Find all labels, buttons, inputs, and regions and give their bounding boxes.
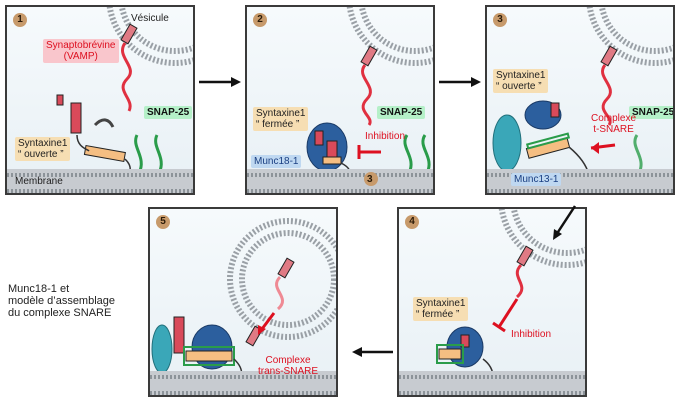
inhibition-label: Inhibition <box>365 131 406 142</box>
membrane-label: Membrane <box>15 176 63 187</box>
vamp-chain <box>361 64 372 126</box>
snap25-label: SNAP-25 <box>629 106 673 119</box>
model-title: Munc18-1 et modèle d’assemblage du compl… <box>8 283 116 319</box>
snap25-label: SNAP-25 <box>377 106 426 119</box>
syntaxine-label: Syntaxine1 “ fermée ” <box>253 107 309 131</box>
step-number: 3 <box>493 13 507 27</box>
panel-5-graphic <box>150 218 336 395</box>
vamp-tm-domain-inner <box>277 257 295 279</box>
step-marker: 3 <box>367 174 373 185</box>
vesicle-membrane <box>106 7 193 66</box>
plasma-membrane <box>150 371 336 395</box>
arrow-1-2-head <box>231 77 241 87</box>
inhibition-symbol <box>492 298 519 333</box>
panel-4: 4 Syntaxine1 “ fermée ” Inhibition <box>397 207 587 397</box>
plasma-membrane <box>7 169 193 193</box>
vamp-chain <box>515 263 524 299</box>
syntaxine-label: Syntaxine1 “ ouverte ” <box>493 69 549 93</box>
panel-3-graphic <box>487 7 673 193</box>
vamp-chain-inner <box>275 275 284 311</box>
inhibition-symbol <box>357 145 381 159</box>
vesicle-membrane <box>586 7 673 66</box>
docked-vesicle <box>227 218 336 340</box>
complexe-label: Complexe t-SNARE <box>591 113 637 135</box>
panel-2-graphic <box>247 7 433 193</box>
panel-5: 5 Complexe trans-SNARE <box>148 207 338 397</box>
arrow-2-3-head <box>471 77 481 87</box>
vamp-tm-domain <box>360 45 378 67</box>
munc13-shape <box>151 324 173 374</box>
vamp-tm-domain <box>120 23 138 45</box>
vamp-label: Synaptobrévine (VAMP) <box>43 39 119 63</box>
panel-1: 1 Vésicule Synaptobrévine (VAMP) Syntaxi… <box>5 5 195 195</box>
vesicle-membrane <box>346 7 433 66</box>
vamp-chain <box>121 42 132 112</box>
snap25-chains <box>403 134 431 174</box>
step-number: 2 <box>253 13 267 27</box>
complexe-arrow-head <box>591 142 599 154</box>
vesicule-label: Vésicule <box>131 13 169 24</box>
conformation-arrow <box>93 118 115 128</box>
munc18-label: Munc18-1 <box>251 155 302 168</box>
vamp-tm-domain <box>600 45 618 67</box>
arrow-4-5-head <box>352 347 362 357</box>
panel-4-graphic <box>399 209 585 395</box>
step-number: 1 <box>13 13 27 27</box>
step-number: 5 <box>156 215 170 229</box>
munc13-label: Munc13-1 <box>511 173 562 186</box>
plasma-membrane <box>399 371 585 395</box>
vesicle-membrane <box>498 209 585 268</box>
syntaxine-label: Syntaxine1 “ fermée ” <box>413 297 469 321</box>
snap25-chains <box>633 134 643 174</box>
snap25-chains <box>134 134 163 174</box>
panel-2: 2 Syntaxine1 “ fermée ” SNAP-25 Munc18-1… <box>245 5 435 195</box>
step-marker-dot <box>364 172 378 186</box>
munc13-shape <box>492 114 522 172</box>
complexe-label: Complexe trans-SNARE <box>258 355 319 377</box>
plasma-membrane <box>247 169 433 193</box>
panel-3: 3 Syntaxine1 “ ouverte ” SNAP-25 Complex… <box>485 5 675 195</box>
trans-snare-arrow <box>260 312 276 330</box>
vamp-chain <box>601 64 612 126</box>
snap25-label: SNAP-25 <box>144 106 193 119</box>
inhibition-label: Inhibition <box>511 329 552 340</box>
syntaxine-label: Syntaxine1 “ ouverte ” <box>15 137 71 161</box>
panel-1-graphic <box>7 7 193 193</box>
vamp-tm-domain <box>516 245 534 267</box>
trans-snare-arrow-head <box>258 325 266 335</box>
step-number: 4 <box>405 215 419 229</box>
